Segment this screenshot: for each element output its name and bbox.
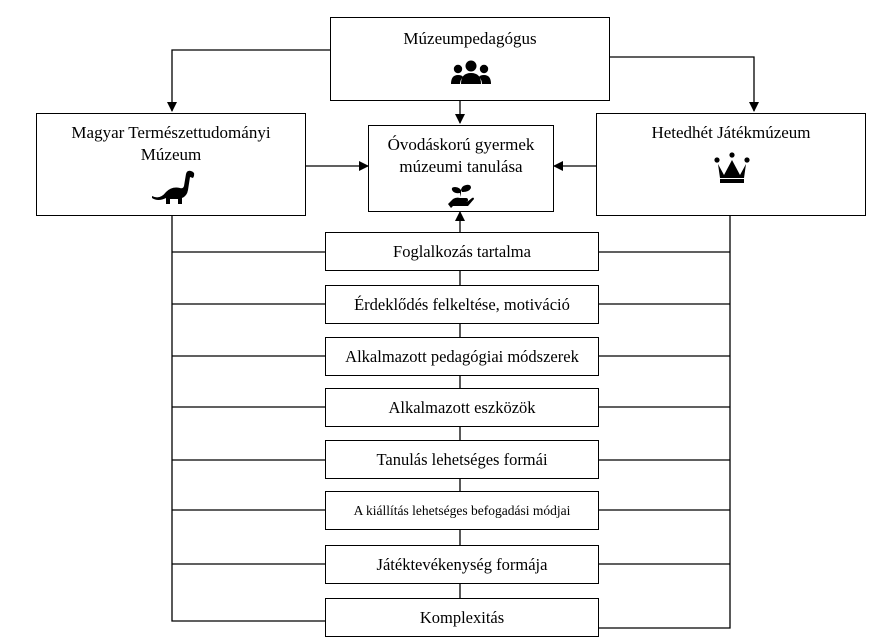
step-label: Játéktevékenység formája — [376, 554, 548, 574]
step-label: Tanulás lehetséges formái — [376, 449, 548, 469]
right-node: Hetedhét Játékmúzeum — [596, 113, 866, 216]
step-label: Alkalmazott eszközök — [388, 397, 536, 417]
right-rail — [599, 216, 731, 629]
step-label: Komplexitás — [419, 607, 505, 627]
center-node-label-line1: Óvodáskorú gyermek — [387, 135, 535, 154]
step-label: Érdeklődés felkeltése, motiváció — [354, 294, 570, 314]
step-alkalmazott-eszkozok: Alkalmazott eszközök — [325, 388, 599, 427]
left-node: Magyar Természettudományi Múzeum — [36, 113, 306, 216]
left-node-label-line1: Magyar Természettudományi — [71, 123, 271, 142]
step-label: Foglalkozás tartalma — [393, 241, 531, 261]
top-node: Múzeumpedagógus — [330, 17, 610, 101]
right-branch — [599, 251, 730, 565]
center-node-label-line2: múzeumi tanulása — [399, 157, 523, 176]
left-node-label-line2: Múzeum — [140, 145, 202, 164]
hand-seedling-icon — [448, 184, 474, 208]
step-label: Alkalmazott pedagógiai módszerek — [345, 346, 579, 366]
arrow-top-to-right — [610, 56, 759, 112]
step-label: A kiállítás lehetséges befogadási módjai — [353, 502, 571, 518]
dinosaur-icon — [152, 170, 195, 204]
step-jatektevekenyseg-formaja: Játéktevékenység formája — [325, 545, 599, 584]
step-befogadasi-modjai: A kiállítás lehetséges befogadási módjai — [325, 491, 599, 530]
step-erdeklodes-felkeltese: Érdeklődés felkeltése, motiváció — [325, 285, 599, 324]
right-node-label: Hetedhét Játékmúzeum — [651, 123, 811, 142]
left-branch — [172, 251, 325, 565]
center-node: Óvodáskorú gyermek múzeumi tanulása — [368, 125, 554, 212]
crown-icon — [714, 152, 750, 183]
step-foglalkozas-tartalma: Foglalkozás tartalma — [325, 232, 599, 271]
step-komplexitas: Komplexitás — [325, 598, 599, 637]
people-group-icon — [451, 60, 491, 84]
arrow-top-to-left — [167, 49, 330, 112]
left-rail — [171, 216, 325, 622]
step-pedagogiai-modszerek: Alkalmazott pedagógiai módszerek — [325, 337, 599, 376]
step-tanulas-formai: Tanulás lehetséges formái — [325, 440, 599, 479]
top-node-label: Múzeumpedagógus — [403, 29, 537, 48]
